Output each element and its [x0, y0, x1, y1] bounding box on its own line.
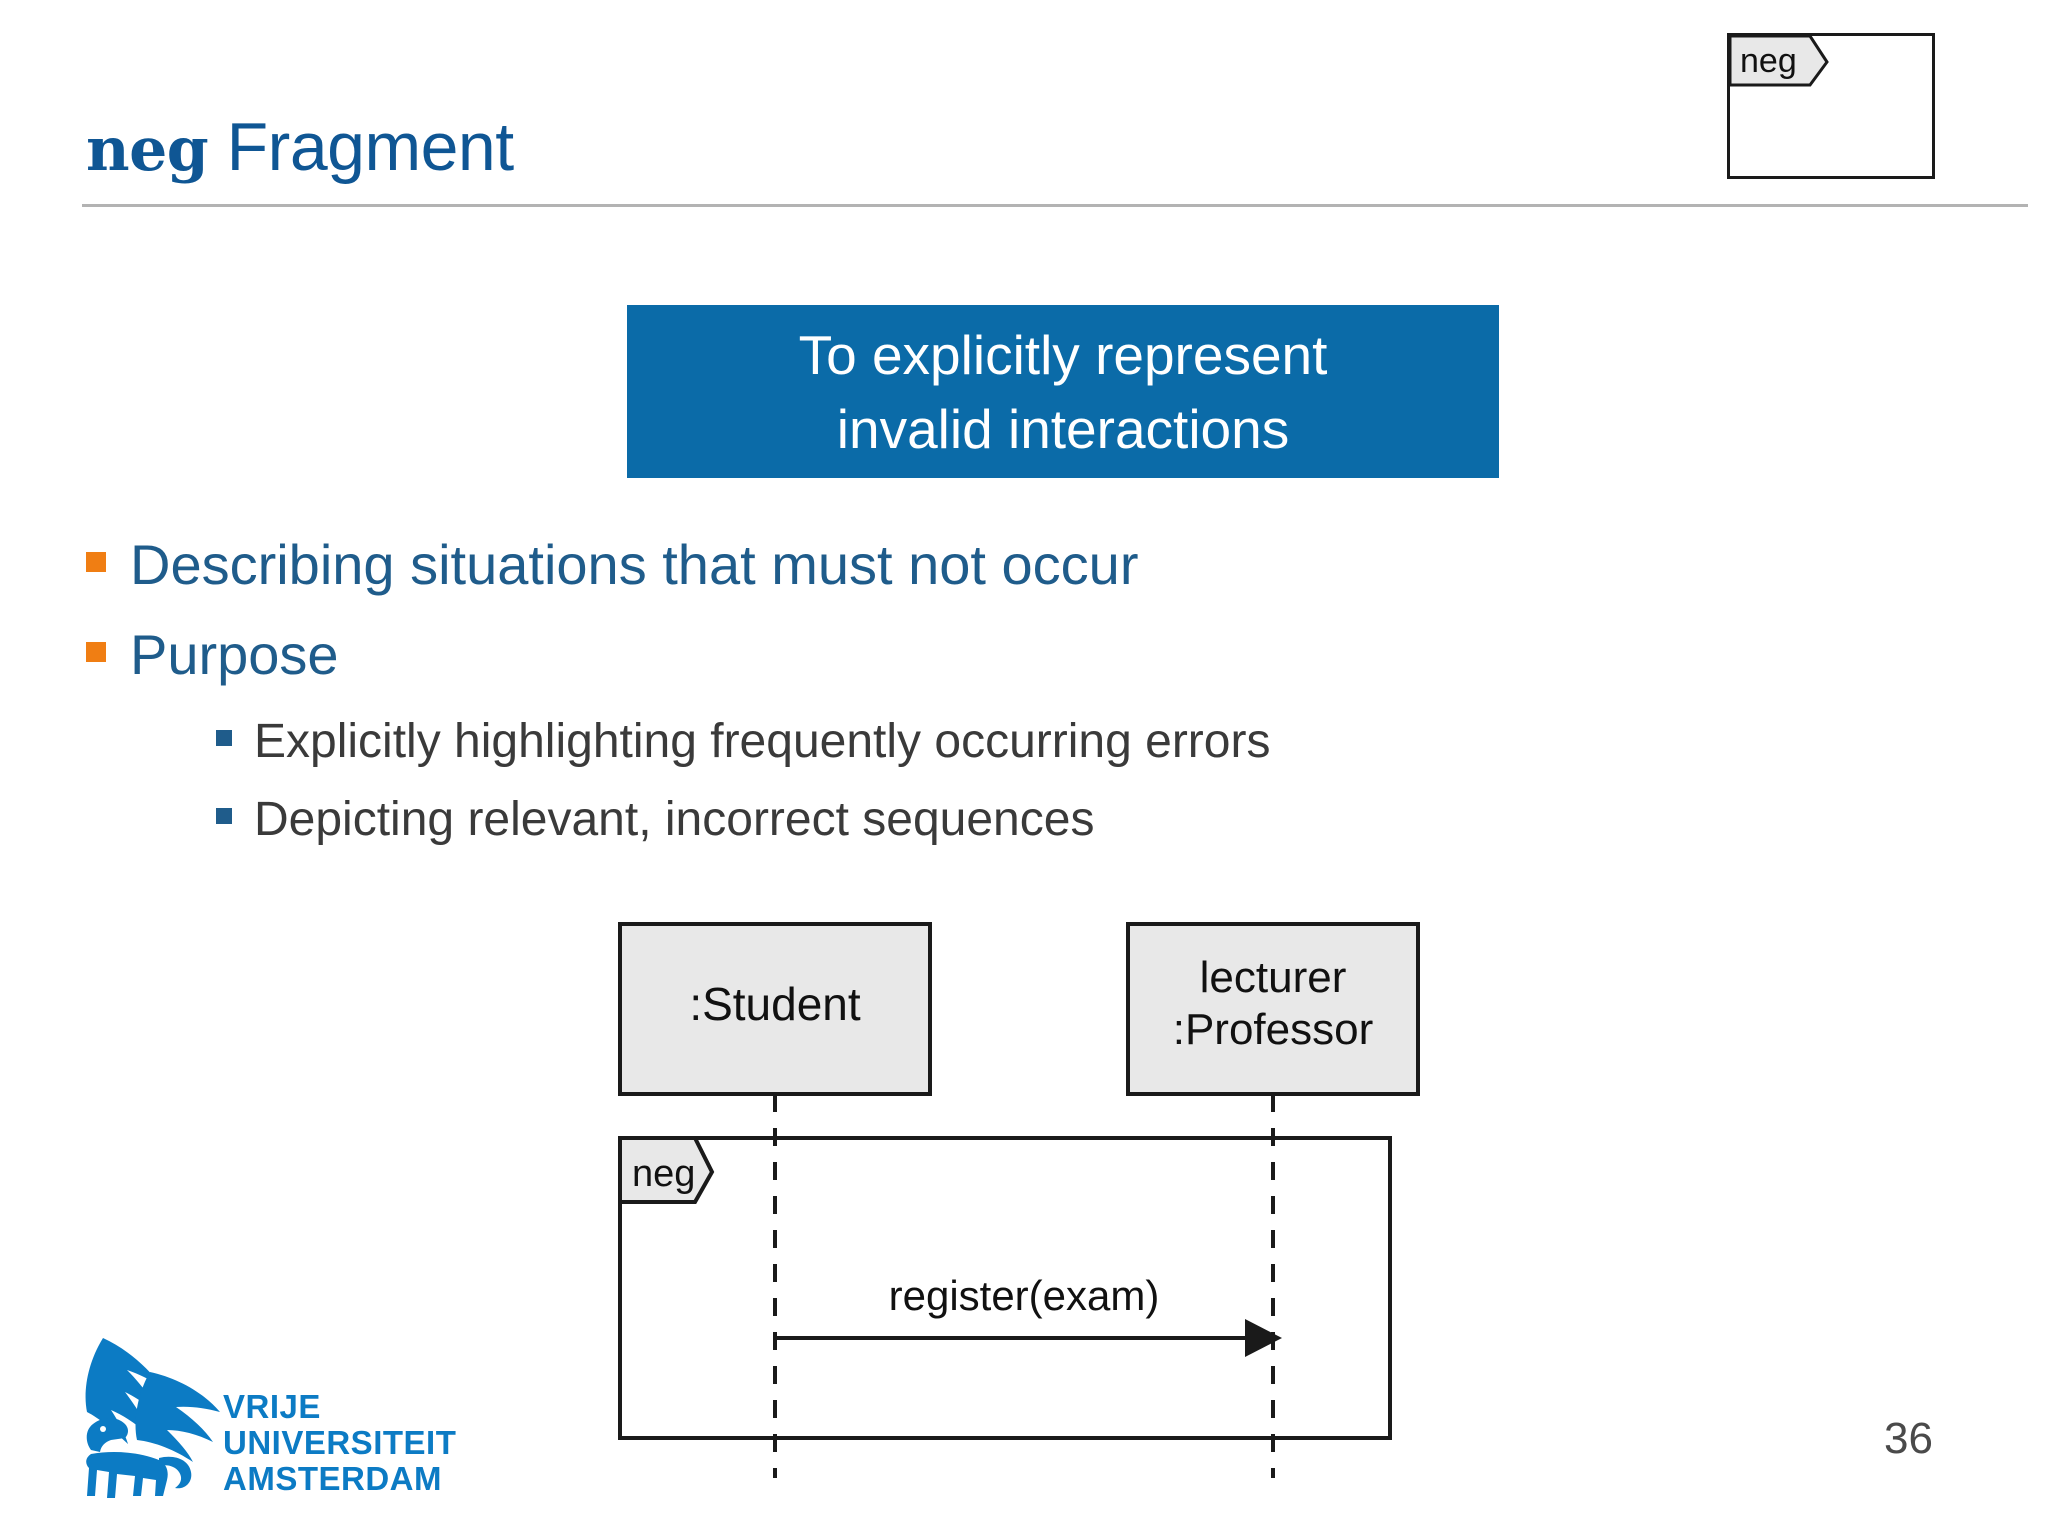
title-rest: Fragment: [208, 109, 515, 185]
sub-bullet-marker-square: [216, 730, 232, 746]
bullet-item-purpose: Purpose: [86, 623, 1886, 687]
neg-fragment-icon: neg: [1727, 33, 1935, 179]
sub-bullet-marker-square: [216, 808, 232, 824]
callout-box: To explicitly represent invalid interact…: [627, 305, 1499, 478]
title-divider: [82, 204, 2028, 207]
message-arrow-head: [1245, 1319, 1282, 1357]
fragment-operator-label: neg: [632, 1153, 695, 1195]
neg-icon-label: neg: [1740, 42, 1797, 80]
bullet-text: Purpose: [130, 623, 339, 686]
sub-bullet-list: Explicitly highlighting frequently occur…: [216, 713, 1886, 849]
vu-amsterdam-logo: VRIJE UNIVERSITEIT AMSTERDAM: [85, 1338, 456, 1498]
sub-bullet-text: Explicitly highlighting frequently occur…: [254, 715, 1271, 768]
logo-line-1: VRIJE: [223, 1388, 321, 1425]
page-number: 36: [1884, 1414, 1933, 1463]
bullet-list: Describing situations that must not occu…: [86, 533, 1886, 869]
title-keyword: neg: [86, 115, 209, 185]
callout-text: To explicitly represent invalid interact…: [798, 323, 1328, 460]
lifeline-box-professor: [1126, 922, 1420, 1096]
bullet-item-describing: Describing situations that must not occu…: [86, 533, 1886, 597]
sub-bullet-item-errors: Explicitly highlighting frequently occur…: [216, 713, 1886, 771]
lifeline-label-professor-line1: lecturer: [1200, 953, 1347, 1002]
bullet-text: Describing situations that must not occu…: [130, 533, 1139, 596]
neg-icon-tab-shape: [1730, 36, 1829, 87]
bullet-marker-square: [86, 552, 106, 572]
page-title: neg Fragment: [86, 108, 514, 186]
lifeline-label-professor-line2: :Professor: [1173, 1005, 1374, 1054]
logo-line-3: AMSTERDAM: [223, 1460, 442, 1497]
sub-bullet-item-sequences: Depicting relevant, incorrect sequences: [216, 791, 1886, 849]
griffin-icon: [85, 1338, 220, 1498]
lifeline-label-student: :Student: [689, 978, 861, 1030]
message-label-register-exam: register(exam): [889, 1272, 1160, 1319]
uml-sequence-diagram: :Student lecturer :Professor neg registe…: [618, 922, 1420, 1478]
combined-fragment-frame: [618, 1136, 1392, 1440]
sub-bullet-text: Depicting relevant, incorrect sequences: [254, 793, 1095, 846]
logo-line-2: UNIVERSITEIT: [223, 1424, 456, 1461]
lifeline-box-student: [618, 922, 932, 1096]
bullet-marker-square: [86, 642, 106, 662]
fragment-operator-tab: [618, 1136, 715, 1204]
